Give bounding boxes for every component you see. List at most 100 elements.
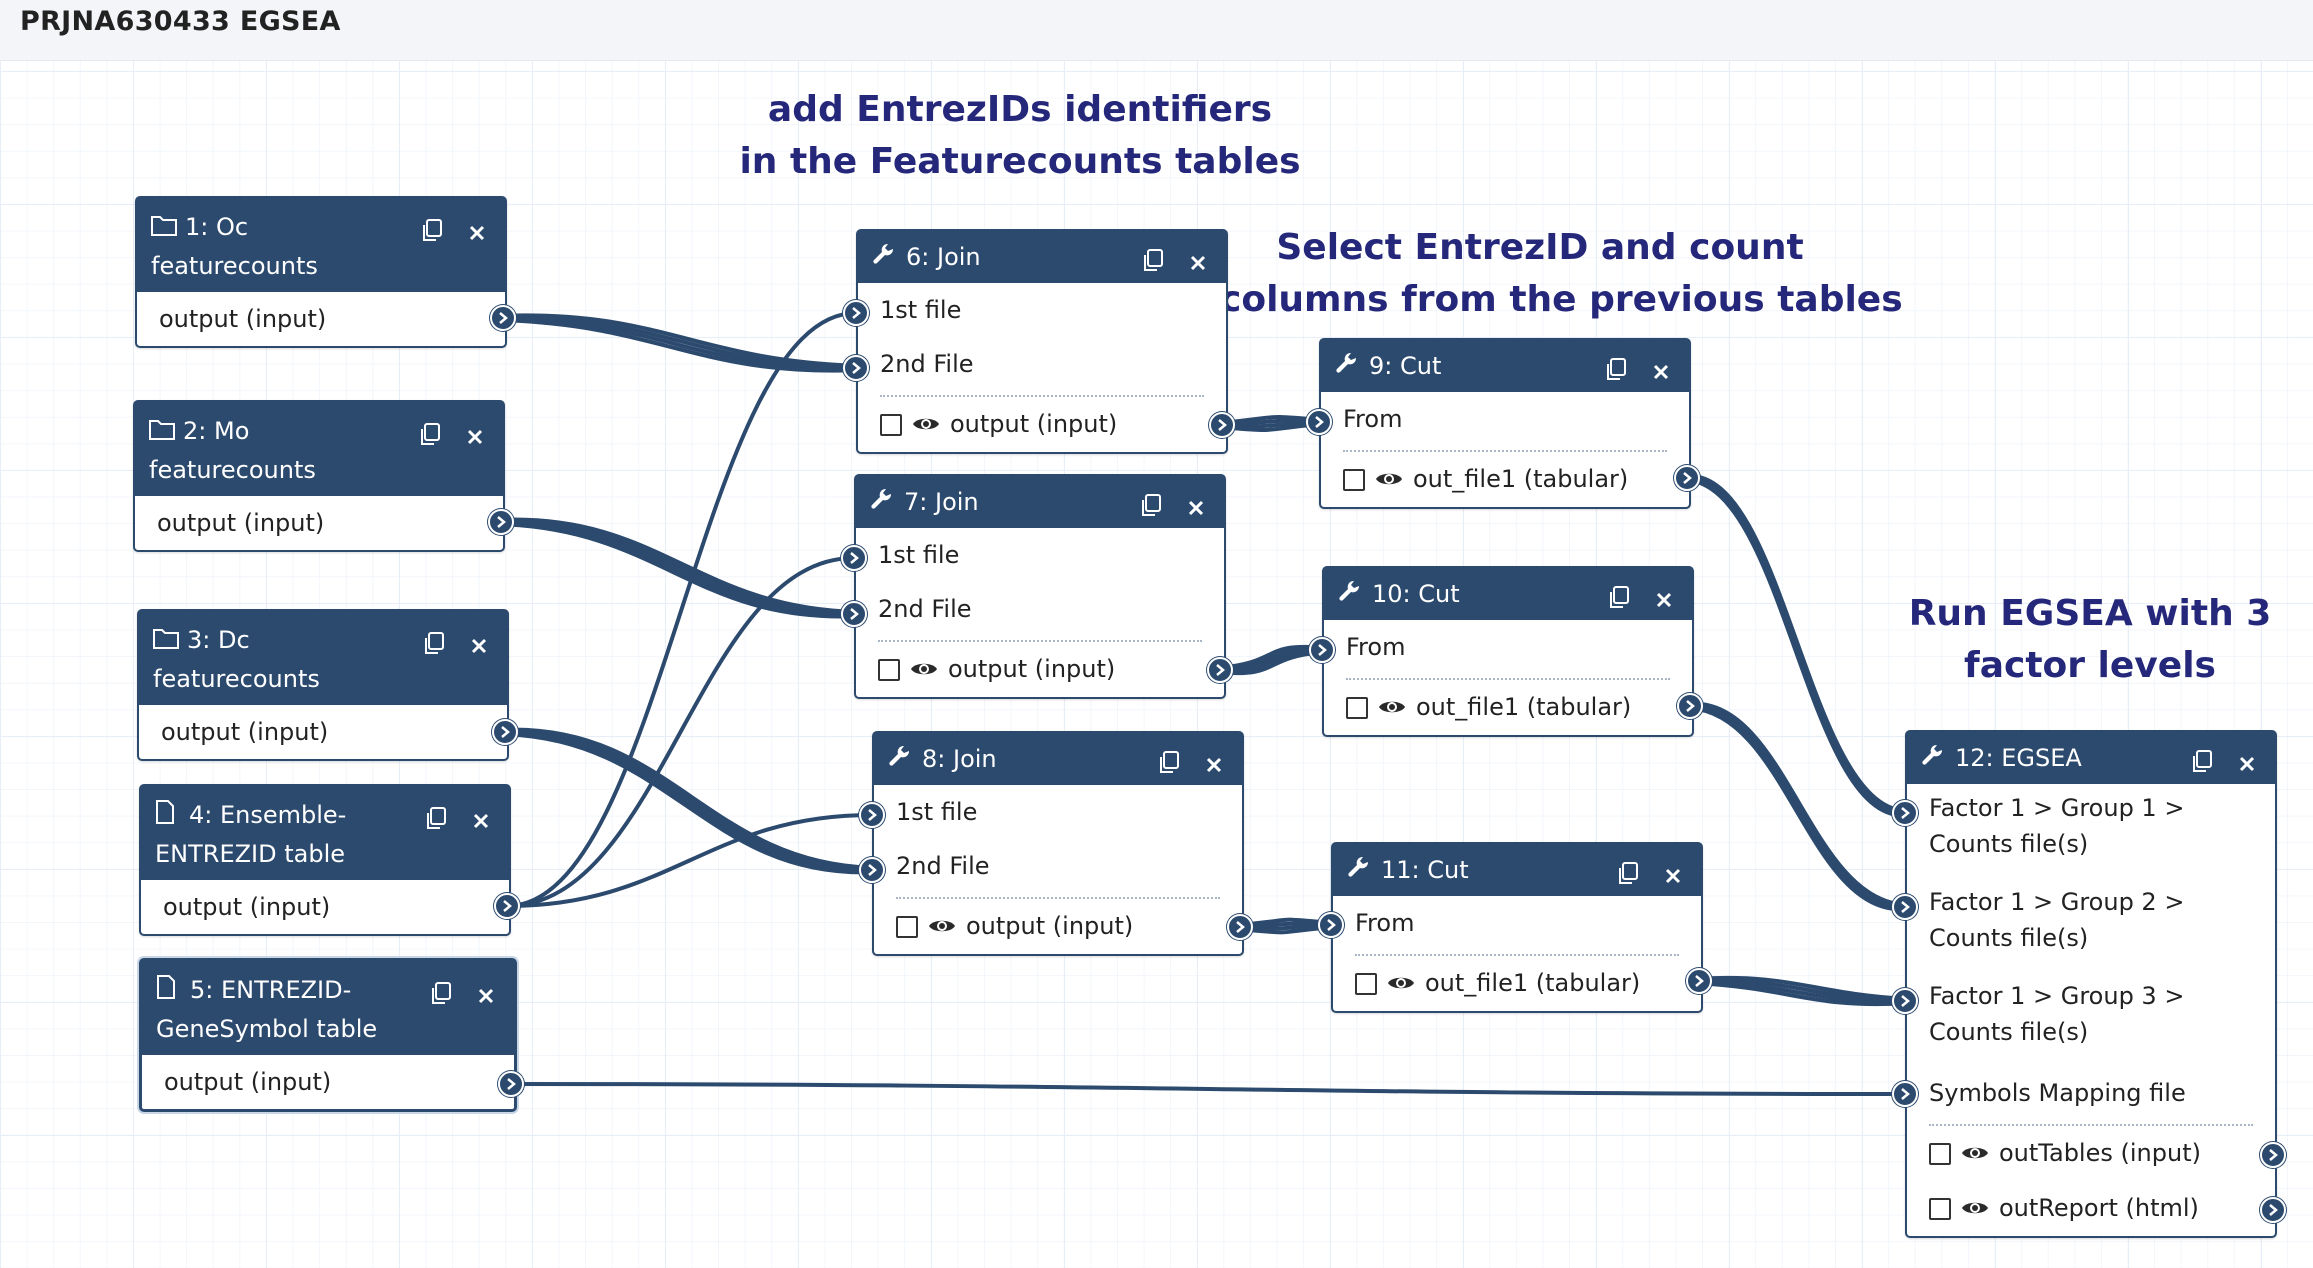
copy-icon[interactable] <box>425 804 449 829</box>
checkbox[interactable] <box>1355 973 1377 995</box>
copy-icon[interactable] <box>430 979 454 1004</box>
node-header[interactable]: 1: Oc featurecounts <box>137 198 505 292</box>
node-4-file[interactable]: 4: Ensemble-ENTREZID table output (input… <box>139 784 511 936</box>
chevron-right-icon[interactable] <box>494 893 520 919</box>
checkbox[interactable] <box>1929 1198 1951 1220</box>
eye-icon[interactable] <box>1961 1182 1989 1236</box>
chevron-right-icon[interactable] <box>1227 914 1253 940</box>
chevron-right-icon[interactable] <box>1892 800 1918 826</box>
node-2-input[interactable]: 2: Mo featurecounts output (input) <box>133 400 505 552</box>
close-icon[interactable] <box>1186 491 1210 516</box>
copy-icon[interactable] <box>419 420 443 445</box>
chevron-right-icon[interactable] <box>1686 968 1712 994</box>
copy-icon[interactable] <box>421 216 445 241</box>
eye-icon[interactable] <box>1375 453 1403 507</box>
chevron-right-icon[interactable] <box>841 545 867 571</box>
chevron-right-icon[interactable] <box>1207 657 1233 683</box>
copy-icon[interactable] <box>1617 859 1641 884</box>
checkbox[interactable] <box>1343 469 1365 491</box>
node-header[interactable]: 6: Join <box>858 231 1226 283</box>
node-header[interactable]: 5: ENTREZID-GeneSymbol table <box>142 961 514 1055</box>
node-header[interactable]: 4: Ensemble-ENTREZID table <box>141 786 509 880</box>
node-input-row: 2nd File <box>856 582 1224 636</box>
chevron-right-icon[interactable] <box>1892 1081 1918 1107</box>
chevron-right-icon[interactable] <box>488 509 514 535</box>
chevron-right-icon[interactable] <box>1306 409 1332 435</box>
copy-icon[interactable] <box>1605 355 1629 380</box>
close-icon[interactable] <box>467 216 491 241</box>
node-header[interactable]: 9: Cut <box>1321 340 1689 392</box>
eye-icon[interactable] <box>1961 1127 1989 1181</box>
node-header[interactable]: 2: Mo featurecounts <box>135 402 503 496</box>
wrench-icon <box>1335 348 1363 386</box>
output-label: output (input) <box>163 893 331 921</box>
checkbox[interactable] <box>1346 697 1368 719</box>
wrench-icon <box>870 484 898 522</box>
node-header[interactable]: 10: Cut <box>1324 568 1692 620</box>
close-icon[interactable] <box>1204 748 1228 773</box>
eye-icon[interactable] <box>910 643 938 697</box>
chevron-right-icon[interactable] <box>841 601 867 627</box>
copy-icon[interactable] <box>423 629 447 654</box>
chevron-right-icon[interactable] <box>2260 1197 2286 1223</box>
chevron-right-icon[interactable] <box>1892 894 1918 920</box>
copy-icon[interactable] <box>2191 747 2215 772</box>
node-header[interactable]: 8: Join <box>874 733 1242 785</box>
chevron-right-icon[interactable] <box>859 802 885 828</box>
close-icon[interactable] <box>465 420 489 445</box>
node-header[interactable]: 3: Dc featurecounts <box>139 611 507 705</box>
eye-icon[interactable] <box>1387 957 1415 1011</box>
chevron-right-icon[interactable] <box>1318 912 1344 938</box>
chevron-right-icon[interactable] <box>1309 637 1335 663</box>
copy-icon[interactable] <box>1608 583 1632 608</box>
checkbox[interactable] <box>880 414 902 436</box>
node-header[interactable]: 11: Cut <box>1333 844 1701 896</box>
chevron-right-icon[interactable] <box>1674 465 1700 491</box>
close-icon[interactable] <box>471 804 495 829</box>
node-10-cut[interactable]: 10: Cut From out_file1 (tabular) <box>1322 566 1694 737</box>
checkbox[interactable] <box>878 659 900 681</box>
close-icon[interactable] <box>1651 355 1675 380</box>
node-12-egsea[interactable]: 12: EGSEA Factor 1 > Group 1 > Counts fi… <box>1905 730 2277 1238</box>
eye-icon[interactable] <box>1378 681 1406 735</box>
annotation-line: add EntrezIDs identifiers <box>767 89 1273 130</box>
close-icon[interactable] <box>1654 583 1678 608</box>
node-9-cut[interactable]: 9: Cut From out_file1 (tabular) <box>1319 338 1691 509</box>
checkbox[interactable] <box>896 916 918 938</box>
chevron-right-icon[interactable] <box>843 355 869 381</box>
checkbox[interactable] <box>1929 1143 1951 1165</box>
chevron-right-icon[interactable] <box>859 857 885 883</box>
node-8-join[interactable]: 8: Join 1st file 2nd File output (input) <box>872 731 1244 956</box>
node-header[interactable]: 12: EGSEA <box>1907 732 2275 784</box>
close-icon[interactable] <box>2237 747 2261 772</box>
chevron-right-icon[interactable] <box>498 1071 524 1097</box>
chevron-right-icon[interactable] <box>492 719 518 745</box>
output-label: out_file1 (tabular) <box>1413 465 1629 493</box>
eye-icon[interactable] <box>928 900 956 954</box>
node-5-file[interactable]: 5: ENTREZID-GeneSymbol table output (inp… <box>139 958 517 1112</box>
node-3-input[interactable]: 3: Dc featurecounts output (input) <box>137 609 509 761</box>
node-1-input[interactable]: 1: Oc featurecounts output (input) <box>135 196 507 348</box>
node-6-join[interactable]: 6: Join 1st file 2nd File output (input) <box>856 229 1228 454</box>
divider <box>896 897 1220 899</box>
node-11-cut[interactable]: 11: Cut From out_file1 (tabular) <box>1331 842 1703 1013</box>
chevron-right-icon[interactable] <box>1892 988 1918 1014</box>
chevron-right-icon[interactable] <box>2260 1142 2286 1168</box>
copy-icon[interactable] <box>1158 748 1182 773</box>
close-icon[interactable] <box>476 979 500 1004</box>
close-icon[interactable] <box>1663 859 1687 884</box>
node-7-join[interactable]: 7: Join 1st file 2nd File output (input) <box>854 474 1226 699</box>
close-icon[interactable] <box>1188 246 1212 271</box>
eye-icon[interactable] <box>912 398 940 452</box>
chevron-right-icon[interactable] <box>1677 693 1703 719</box>
copy-icon[interactable] <box>1140 491 1164 516</box>
copy-icon[interactable] <box>1142 246 1166 271</box>
close-icon[interactable] <box>469 629 493 654</box>
chevron-right-icon[interactable] <box>1209 412 1235 438</box>
chevron-right-icon[interactable] <box>843 300 869 326</box>
chevron-right-icon[interactable] <box>490 305 516 331</box>
node-header[interactable]: 7: Join <box>856 476 1224 528</box>
